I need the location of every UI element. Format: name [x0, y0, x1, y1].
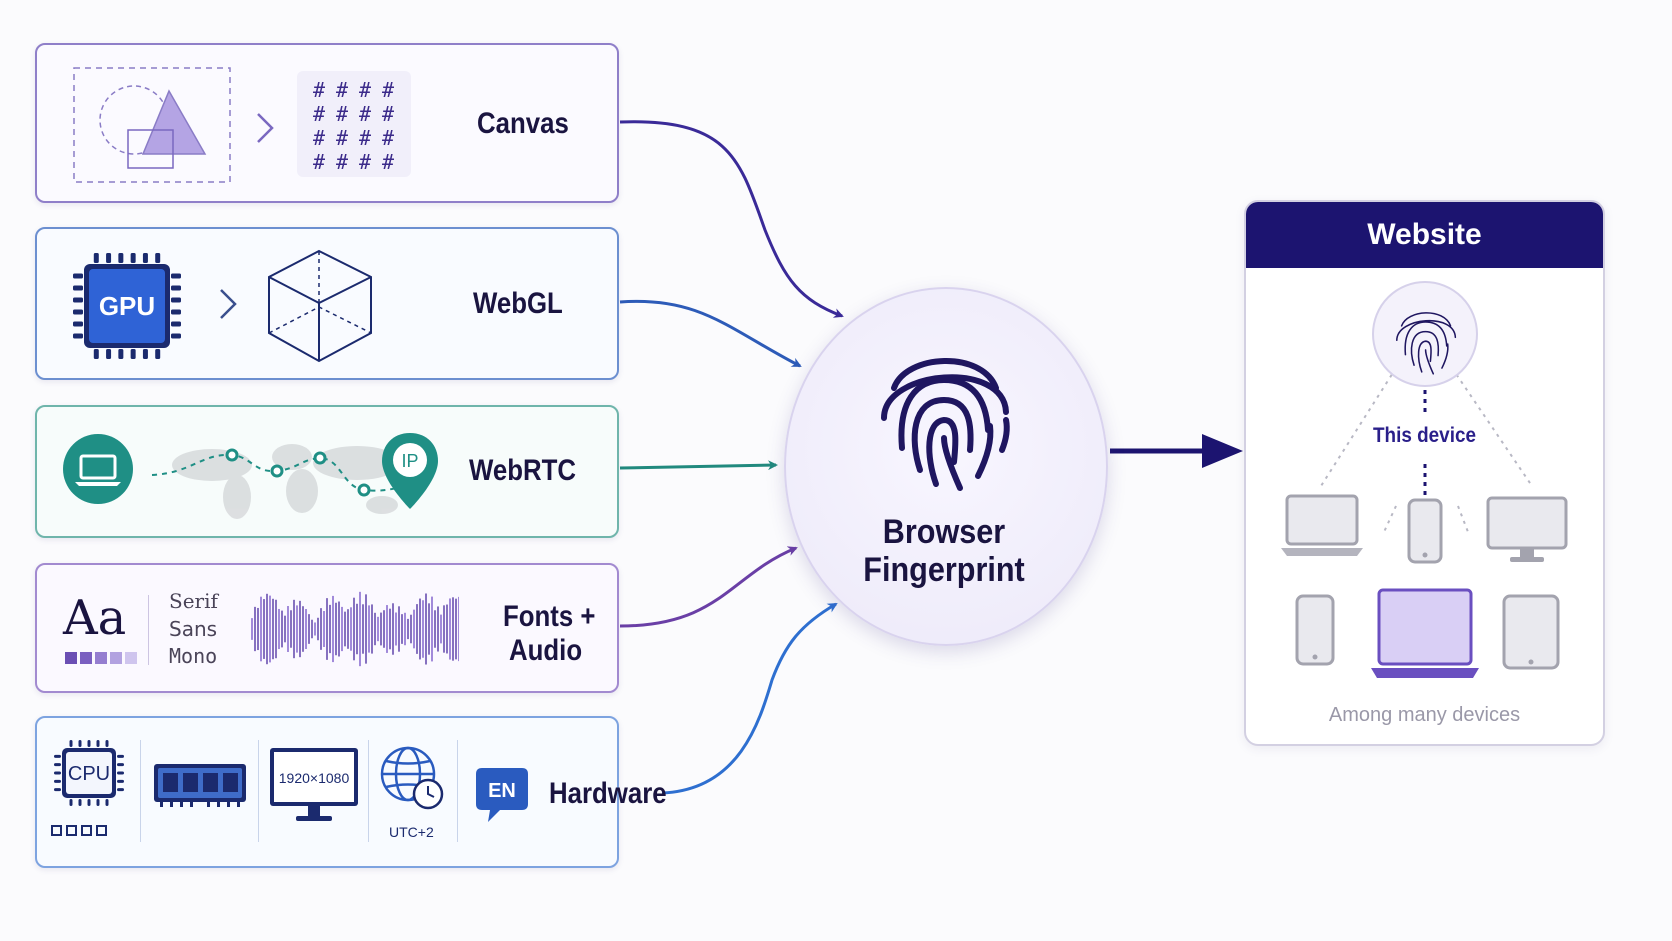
- laptop-icon-this-device: [1371, 588, 1479, 678]
- globe-clock-icon: [380, 746, 444, 810]
- phone-icon: [1295, 594, 1335, 666]
- tablet-icon: [1502, 594, 1560, 670]
- svg-text:#: #: [382, 102, 394, 126]
- svg-text:#: #: [336, 150, 348, 174]
- fonts-audio-connector: [619, 546, 798, 628]
- font-sans-label: Sans: [169, 617, 218, 641]
- divider: [148, 595, 149, 665]
- phone-icon: [1407, 498, 1443, 564]
- fingerprint-title-line2: Fingerprint: [863, 551, 1025, 589]
- canvas-label: Canvas: [477, 107, 569, 140]
- cpu-core-squares: [51, 823, 107, 841]
- monitor-icon: 1920×1080: [270, 748, 358, 821]
- fingerprint-icon: [1396, 312, 1457, 375]
- ip-pin-icon: IP: [382, 433, 438, 509]
- svg-text:#: #: [382, 150, 394, 174]
- webgl-connector: [619, 299, 802, 368]
- fingerprint-icon: [881, 358, 1010, 491]
- browser-fingerprint-node: [784, 287, 1108, 646]
- svg-text:IP: IP: [401, 451, 418, 471]
- font-mono-label: Mono: [169, 644, 218, 668]
- divider: [457, 740, 458, 842]
- font-swatch-strip: [65, 651, 137, 669]
- svg-text:#: #: [313, 126, 325, 150]
- this-device-label: This device: [1373, 424, 1476, 447]
- svg-text:#: #: [336, 102, 348, 126]
- svg-text:#: #: [382, 126, 394, 150]
- webrtc-card: IP WebRTC: [35, 405, 619, 538]
- chevron-right-icon: [257, 113, 274, 143]
- webgl-card: GPU WebGL: [35, 227, 619, 380]
- website-header: Website: [1246, 202, 1603, 268]
- desktop-icon: [1486, 496, 1568, 562]
- svg-text:#: #: [313, 102, 325, 126]
- website-panel: Website: [1244, 200, 1605, 746]
- chevron-right-icon: [220, 289, 237, 319]
- font-sample-text: Aa: [63, 590, 127, 646]
- laptop-icon: [63, 434, 133, 504]
- fingerprint-title-line1: Browser: [882, 513, 1006, 551]
- divider: [368, 740, 369, 842]
- svg-text:#: #: [359, 102, 371, 126]
- device-network: [1281, 281, 1568, 678]
- world-map-icon: [151, 444, 416, 519]
- dashed-shape-icon: [73, 67, 231, 183]
- website-title: Website: [1367, 218, 1482, 251]
- hardware-connector: [661, 602, 838, 795]
- divider: [140, 740, 141, 842]
- waveform-icon: [251, 591, 459, 667]
- cpu-chip-icon: CPU: [54, 740, 124, 806]
- webrtc-label: WebRTC: [469, 454, 577, 487]
- wireframe-cube-icon: [268, 249, 372, 363]
- svg-text:#: #: [313, 78, 325, 102]
- svg-text:#: #: [359, 78, 371, 102]
- svg-text:#: #: [382, 78, 394, 102]
- canvas-card: ################ Canvas: [35, 43, 619, 203]
- svg-text:#: #: [313, 150, 325, 174]
- divider: [258, 740, 259, 842]
- among-devices-label: Among many devices: [1328, 704, 1521, 726]
- svg-text:1920×1080: 1920×1080: [279, 770, 350, 786]
- svg-text:CPU: CPU: [68, 763, 110, 785]
- hardware-card: CPU 1920×1080 UTC+2 EN: [35, 716, 667, 868]
- hardware-label: Hardware: [549, 777, 667, 810]
- canvas-connector: [619, 120, 844, 318]
- gpu-chip-icon: GPU: [73, 253, 181, 359]
- webrtc-connector: [619, 460, 778, 471]
- svg-text:EN: EN: [488, 780, 516, 802]
- svg-text:GPU: GPU: [99, 291, 155, 321]
- language-bubble-icon: EN: [476, 768, 528, 822]
- svg-text:#: #: [359, 126, 371, 150]
- fonts-audio-label-line2: Audio: [509, 634, 583, 667]
- font-serif-label: Serif: [169, 589, 218, 613]
- svg-text:#: #: [359, 150, 371, 174]
- laptop-icon: [1281, 494, 1363, 556]
- ram-icon: [154, 764, 246, 807]
- hash-grid-icon: ################: [297, 71, 411, 177]
- fonts-audio-label-line1: Fonts +: [503, 600, 596, 633]
- svg-text:#: #: [336, 126, 348, 150]
- webgl-label: WebGL: [473, 287, 563, 320]
- fonts-audio-card: Aa Serif Sans Mono Fonts + Audio: [35, 563, 619, 693]
- svg-text:#: #: [336, 78, 348, 102]
- timezone-label: UTC+2: [389, 824, 434, 840]
- arrow-right-icon: [1110, 434, 1243, 468]
